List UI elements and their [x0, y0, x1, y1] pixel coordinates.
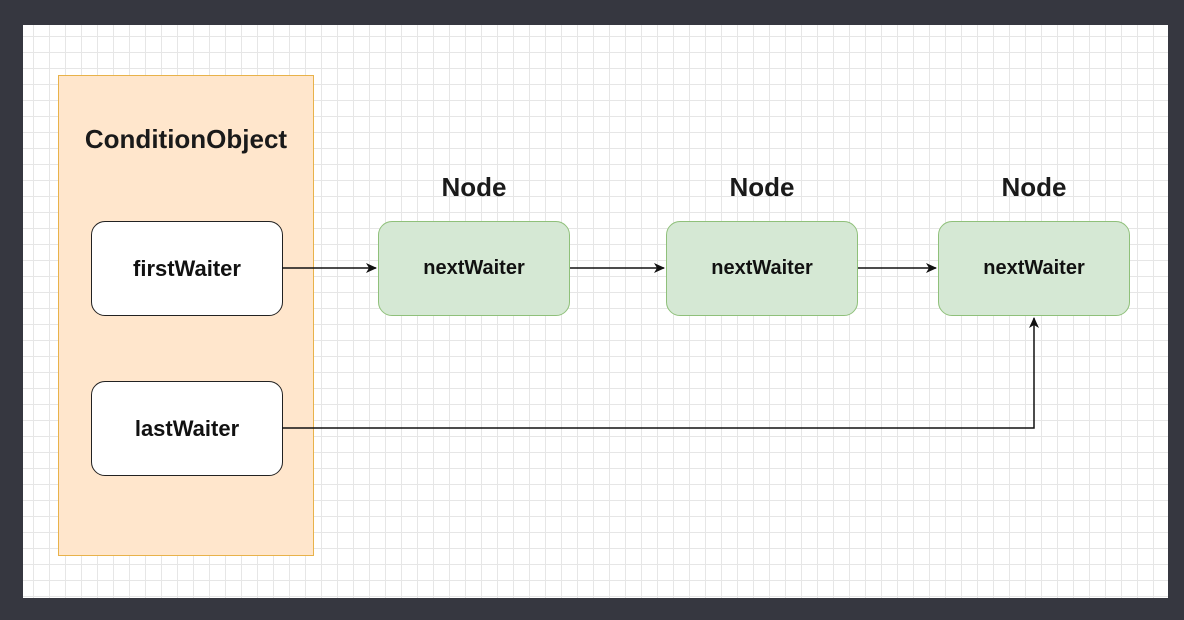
- node-2-label: Node: [729, 172, 795, 202]
- node-1-label: Node: [441, 172, 507, 202]
- node-1-box: nextWaiter: [378, 221, 570, 316]
- diagram-canvas: ConditionObject firstWaiter lastWaiter N…: [23, 25, 1168, 598]
- edge-lastwaiter-to-node-3: [282, 317, 1039, 429]
- last-waiter-field: lastWaiter: [91, 381, 283, 476]
- node-3-label: Node: [1001, 172, 1067, 202]
- node-3-box: nextWaiter: [938, 221, 1130, 316]
- first-waiter-field: firstWaiter: [91, 221, 283, 316]
- condition-object-title: ConditionObject: [84, 124, 288, 154]
- node-2-box: nextWaiter: [666, 221, 858, 316]
- condition-object-container: ConditionObject firstWaiter lastWaiter: [58, 75, 314, 556]
